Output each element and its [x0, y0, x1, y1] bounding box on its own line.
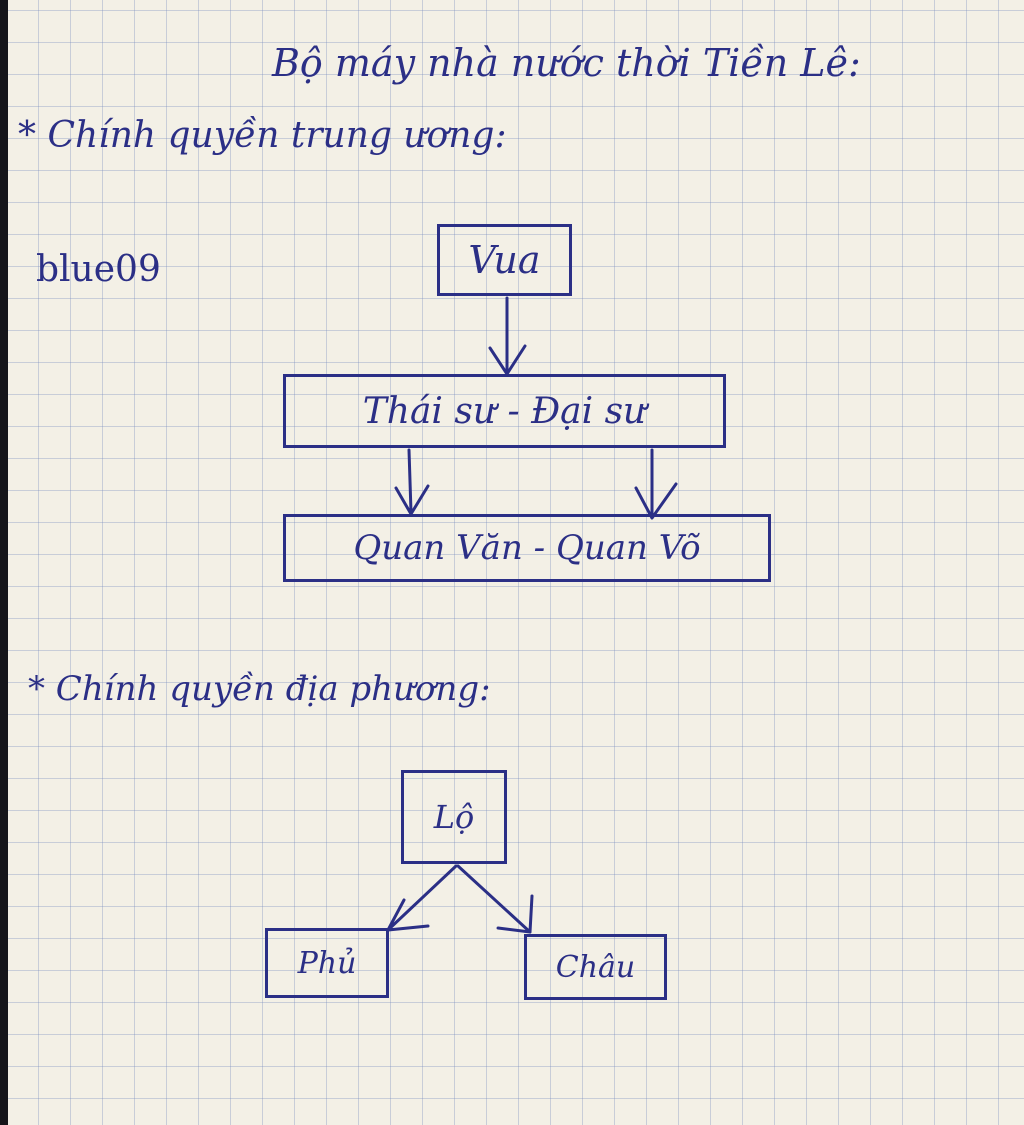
node-civil-military-officials-label: Quan Văn - Quan Võ [353, 528, 701, 568]
page-title: Bộ máy nhà nước thời Tiền Lê: [272, 41, 861, 85]
node-king: Vua [437, 224, 572, 296]
arrow-lo-to-phu [386, 864, 458, 932]
node-grand-tutor-label: Thái sư - Đại sư [362, 390, 647, 432]
arrow-to-civil-officials [394, 448, 430, 516]
arrow-to-military-officials [634, 448, 678, 520]
node-phu-label: Phủ [297, 945, 357, 981]
node-lo: Lộ [401, 770, 507, 864]
node-lo-label: Lộ [433, 798, 475, 836]
node-civil-military-officials: Quan Văn - Quan Võ [283, 514, 771, 582]
page-edge-shadow [0, 0, 8, 1125]
node-chau: Châu [524, 934, 667, 1000]
node-king-label: Vua [468, 238, 541, 282]
author-credit: blue09 [36, 249, 161, 290]
node-grand-tutor: Thái sư - Đại sư [283, 374, 726, 448]
node-phu: Phủ [265, 928, 389, 998]
central-government-heading: * Chính quyền trung ương: [18, 115, 507, 156]
arrow-king-to-grand-tutor [488, 296, 527, 376]
node-chau-label: Châu [555, 949, 636, 985]
local-government-heading: * Chính quyền địa phương: [28, 669, 491, 709]
arrow-lo-to-chau [456, 864, 534, 934]
